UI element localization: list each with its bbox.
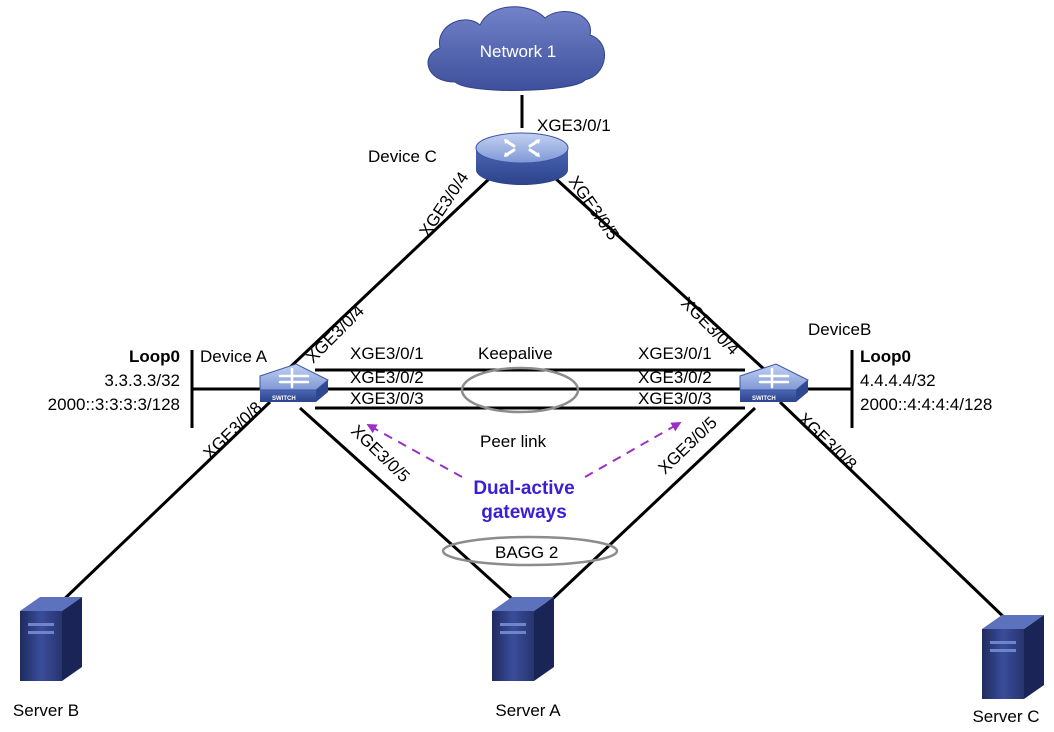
port-c-to-b-label: XGE3/0/5: [565, 172, 623, 243]
dual-active-arrow-left: [366, 424, 463, 478]
port-a-3-label: XGE3/0/3: [350, 389, 424, 408]
server-c-label: Server C: [972, 707, 1039, 726]
loop0-b-name: Loop0: [860, 347, 911, 366]
port-b-3-label: XGE3/0/3: [638, 389, 712, 408]
switch-icon-device-b: [739, 363, 809, 402]
server-icon-c: [982, 615, 1044, 699]
loop0-b-ipv6: 2000::4:4:4:4/128: [860, 395, 992, 414]
server-b-label: Server B: [13, 701, 79, 720]
device-c-label: Device C: [368, 147, 437, 166]
switch-icon-device-a: [259, 363, 329, 402]
port-b-server-a-label: XGE3/0/5: [655, 413, 721, 478]
port-a-2-label: XGE3/0/2: [350, 368, 424, 387]
loop0-a-ipv6: 2000::3:3:3:3/128: [48, 395, 180, 414]
router-icon: [475, 132, 569, 185]
bagg-ellipse: [441, 535, 619, 567]
link-device-c-to-device-b: [553, 176, 767, 372]
keepalive-label: Keepalive: [478, 344, 553, 363]
bagg-label: BAGG 2: [495, 543, 558, 562]
server-a-label: Server A: [495, 701, 561, 720]
device-a-label: Device A: [200, 347, 268, 366]
link-device-b-to-server-a: [543, 406, 757, 608]
loop0-b-ipv4: 4.4.4.4/32: [860, 371, 936, 390]
callout-line2: gateways: [481, 502, 567, 523]
cloud-icon: [427, 6, 606, 91]
link-device-a-to-server-a: [298, 406, 522, 608]
cloud-label: Network 1: [480, 42, 557, 61]
port-c-up-label: XGE3/0/1: [537, 116, 611, 135]
port-a-1-label: XGE3/0/1: [350, 344, 424, 363]
server-icon-b: [20, 597, 82, 681]
device-b-label: DeviceB: [808, 320, 871, 339]
dual-active-arrow-right: [584, 422, 682, 478]
port-b-1-label: XGE3/0/1: [638, 344, 712, 363]
server-icon-a: [492, 597, 554, 681]
loop0-a-ipv4: 3.3.3.3/32: [104, 371, 180, 390]
link-device-b-to-server-c: [778, 400, 1012, 625]
link-device-c-to-device-a: [283, 176, 492, 374]
peer-link-ellipse: [460, 366, 580, 414]
loop0-a-name: Loop0: [129, 347, 180, 366]
port-a-server-a-label: XGE3/0/5: [347, 421, 413, 486]
port-b-2-label: XGE3/0/2: [638, 368, 712, 387]
port-a-server-b-label: XGE3/0/8: [200, 398, 266, 463]
device-a-switch-badge: SWITCH: [272, 396, 296, 402]
device-b-switch-badge: SWITCH: [752, 396, 776, 402]
peer-link-label: Peer link: [480, 432, 547, 451]
callout-line1: Dual-active: [473, 478, 574, 499]
link-device-a-to-server-b: [56, 400, 272, 607]
